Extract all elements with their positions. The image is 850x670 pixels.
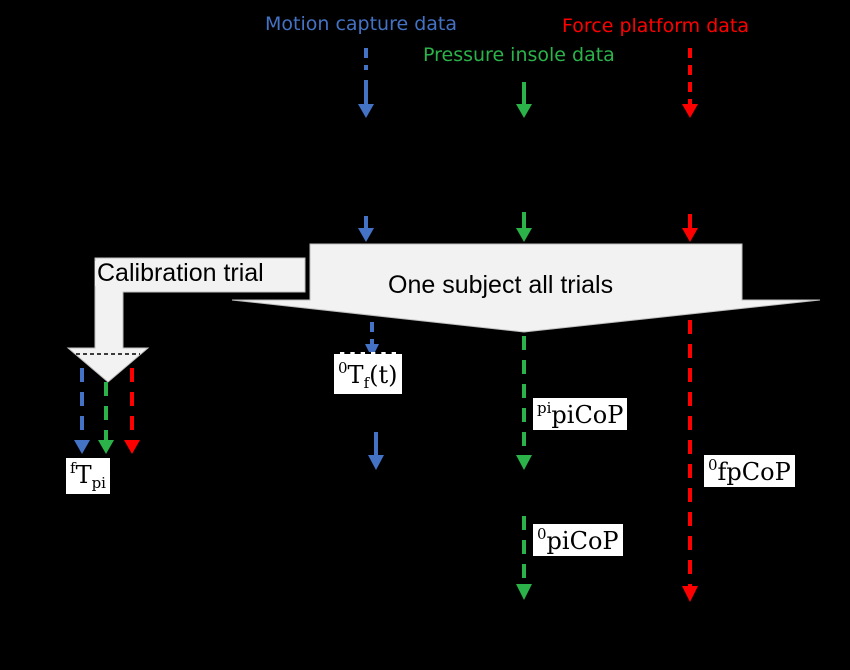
output-pi-piCoP: pipiCoP bbox=[533, 398, 628, 431]
0-piCoP-sup: 0 bbox=[537, 525, 547, 543]
0-T-f-tail: (t) bbox=[369, 361, 398, 389]
0-T-f-sub: f bbox=[363, 374, 370, 392]
calibration-arrow-shape bbox=[66, 257, 306, 383]
all-trials-shape bbox=[231, 243, 821, 333]
0-fpCoP-main: fpCoP bbox=[717, 458, 791, 486]
calibration-trial-label: Calibration trial bbox=[95, 259, 266, 287]
output-0-T-f: 0Tf(t) bbox=[334, 352, 402, 394]
pressure-arrows bbox=[98, 82, 532, 600]
0-fpCoP-sup: 0 bbox=[708, 456, 718, 474]
output-f-T-pi: fTpi bbox=[66, 458, 110, 494]
f-T-pi-main: T bbox=[75, 461, 92, 489]
motion-arrows bbox=[74, 48, 384, 470]
f-T-pi-sup: f bbox=[70, 459, 76, 477]
all-trials-label: One subject all trials bbox=[388, 271, 614, 299]
f-T-pi-sub: pi bbox=[91, 474, 106, 492]
force-platform-label: Force platform data bbox=[562, 15, 750, 37]
motion-capture-label: Motion capture data bbox=[265, 13, 458, 35]
output-0-fpCoP: 0fpCoP bbox=[704, 455, 795, 488]
output-0-piCoP: 0piCoP bbox=[533, 524, 623, 557]
0-T-f-main: T bbox=[347, 361, 364, 389]
pressure-insole-label: Pressure insole data bbox=[423, 44, 615, 66]
force-arrows bbox=[124, 48, 698, 602]
0-T-f-sup: 0 bbox=[338, 359, 348, 377]
pi-piCoP-sup: pi bbox=[537, 399, 552, 417]
0-piCoP-main: piCoP bbox=[546, 527, 619, 555]
pi-piCoP-main: piCoP bbox=[551, 401, 624, 429]
